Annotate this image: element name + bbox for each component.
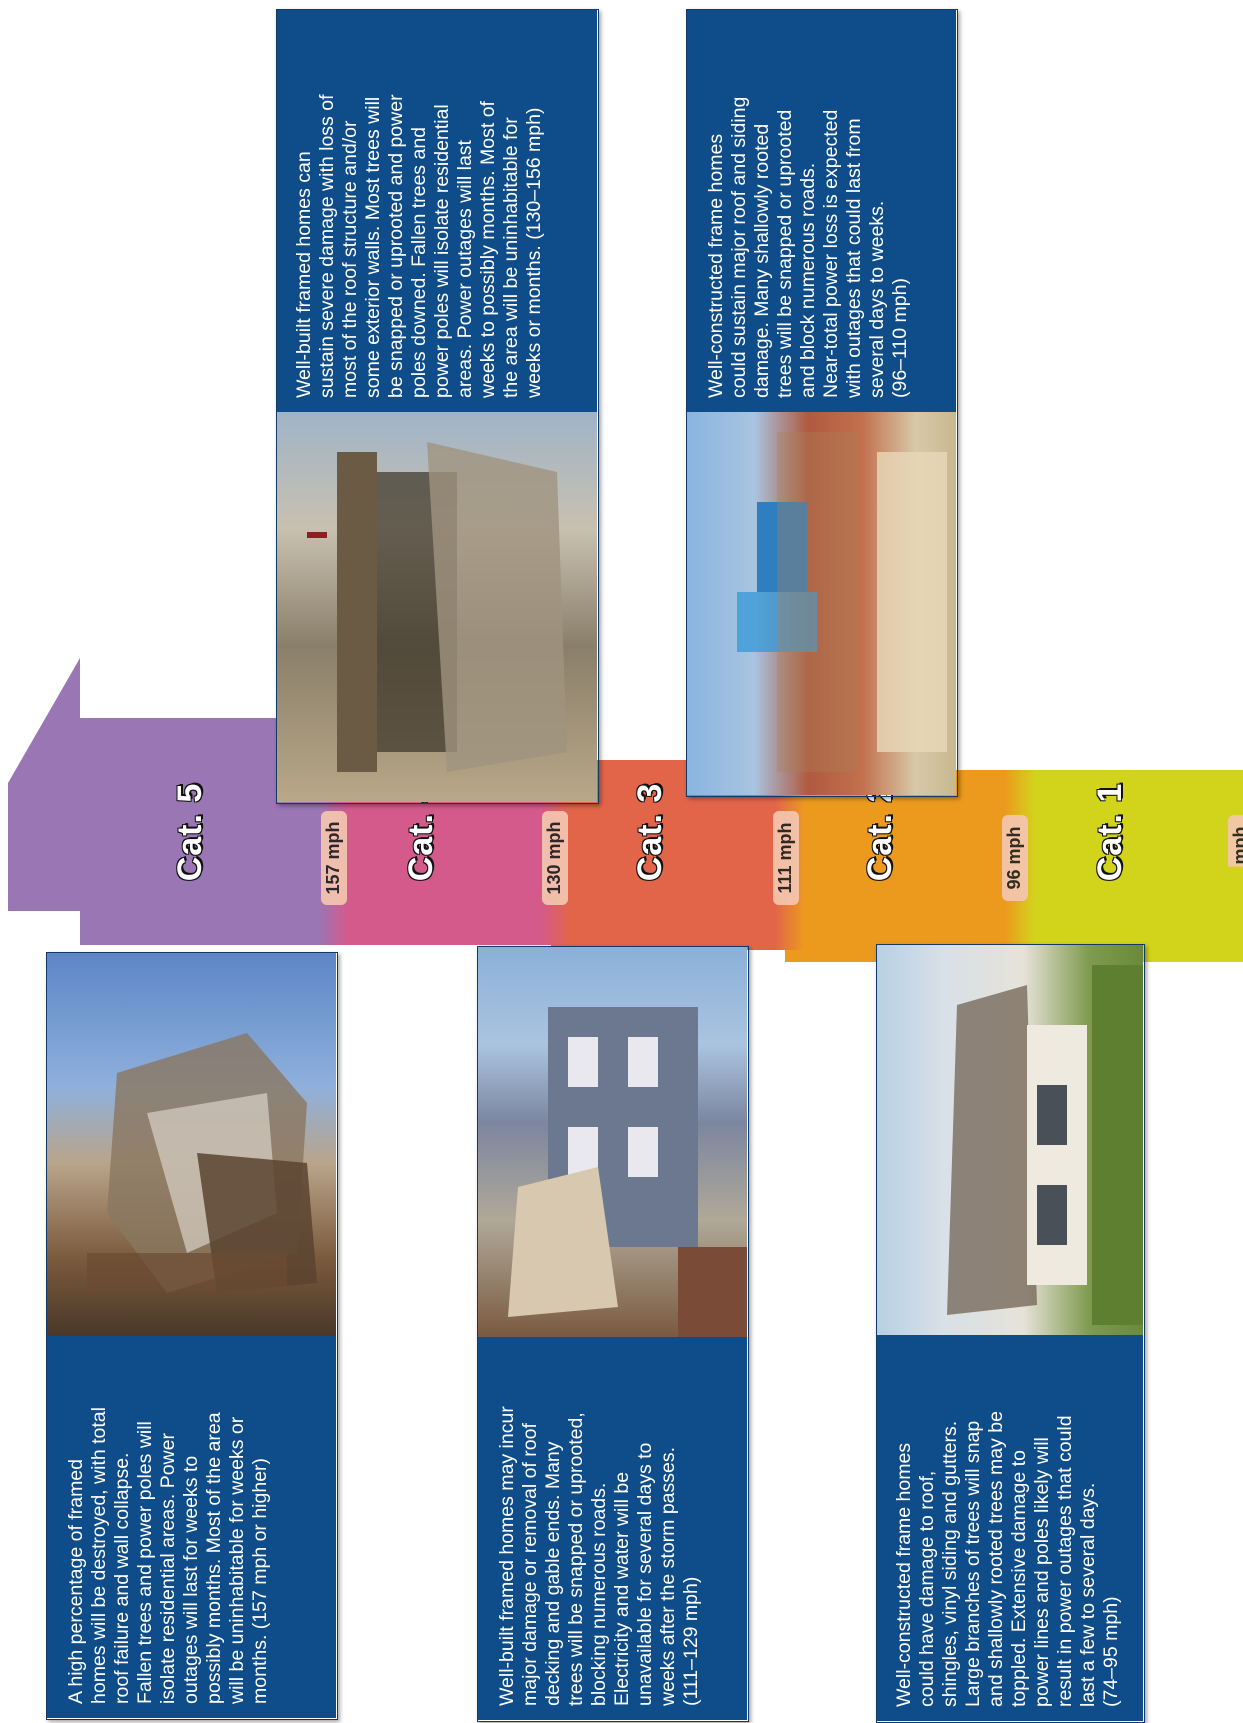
cat5-damage-photo [47,953,336,1336]
cat2-description-panel: Well-constructed frame homes could susta… [687,10,956,412]
cat1-description-panel: Well-constructed frame homes could have … [877,1335,1143,1721]
cat3-label: Cat. 3 [631,782,669,882]
threshold-111-mph: 111 mph [773,811,799,905]
cat5-card-frame [46,952,338,1720]
cat4-damage-photo [277,412,597,802]
cat2-card-frame [686,9,958,797]
threshold-157-mph: 157 mph [321,811,347,905]
cat3-description-panel: Well-built framed homes may incur major … [478,1337,747,1720]
threshold-96-mph: 96 mph [1002,815,1028,901]
cat2-damage-photo [687,412,956,795]
cat4-card-frame [276,9,599,804]
cat5-label: Cat. 5 [171,782,209,882]
cat2-band [785,770,1030,962]
cat3-damage-photo [478,947,747,1337]
cat1-card-frame [876,944,1145,1723]
cat1-damage-photo [877,945,1143,1335]
threshold-130-mph: 130 mph [542,811,568,905]
cat1-label: Cat. 1 [1091,782,1129,882]
cat3-card-frame [477,946,749,1722]
cat5-description-panel: A high percentage of framed homes will b… [47,1336,336,1718]
cat4-description-panel: Well-built framed homes can sustain seve… [277,10,597,412]
cat5-band [8,658,348,945]
cat1-band [1015,770,1243,962]
